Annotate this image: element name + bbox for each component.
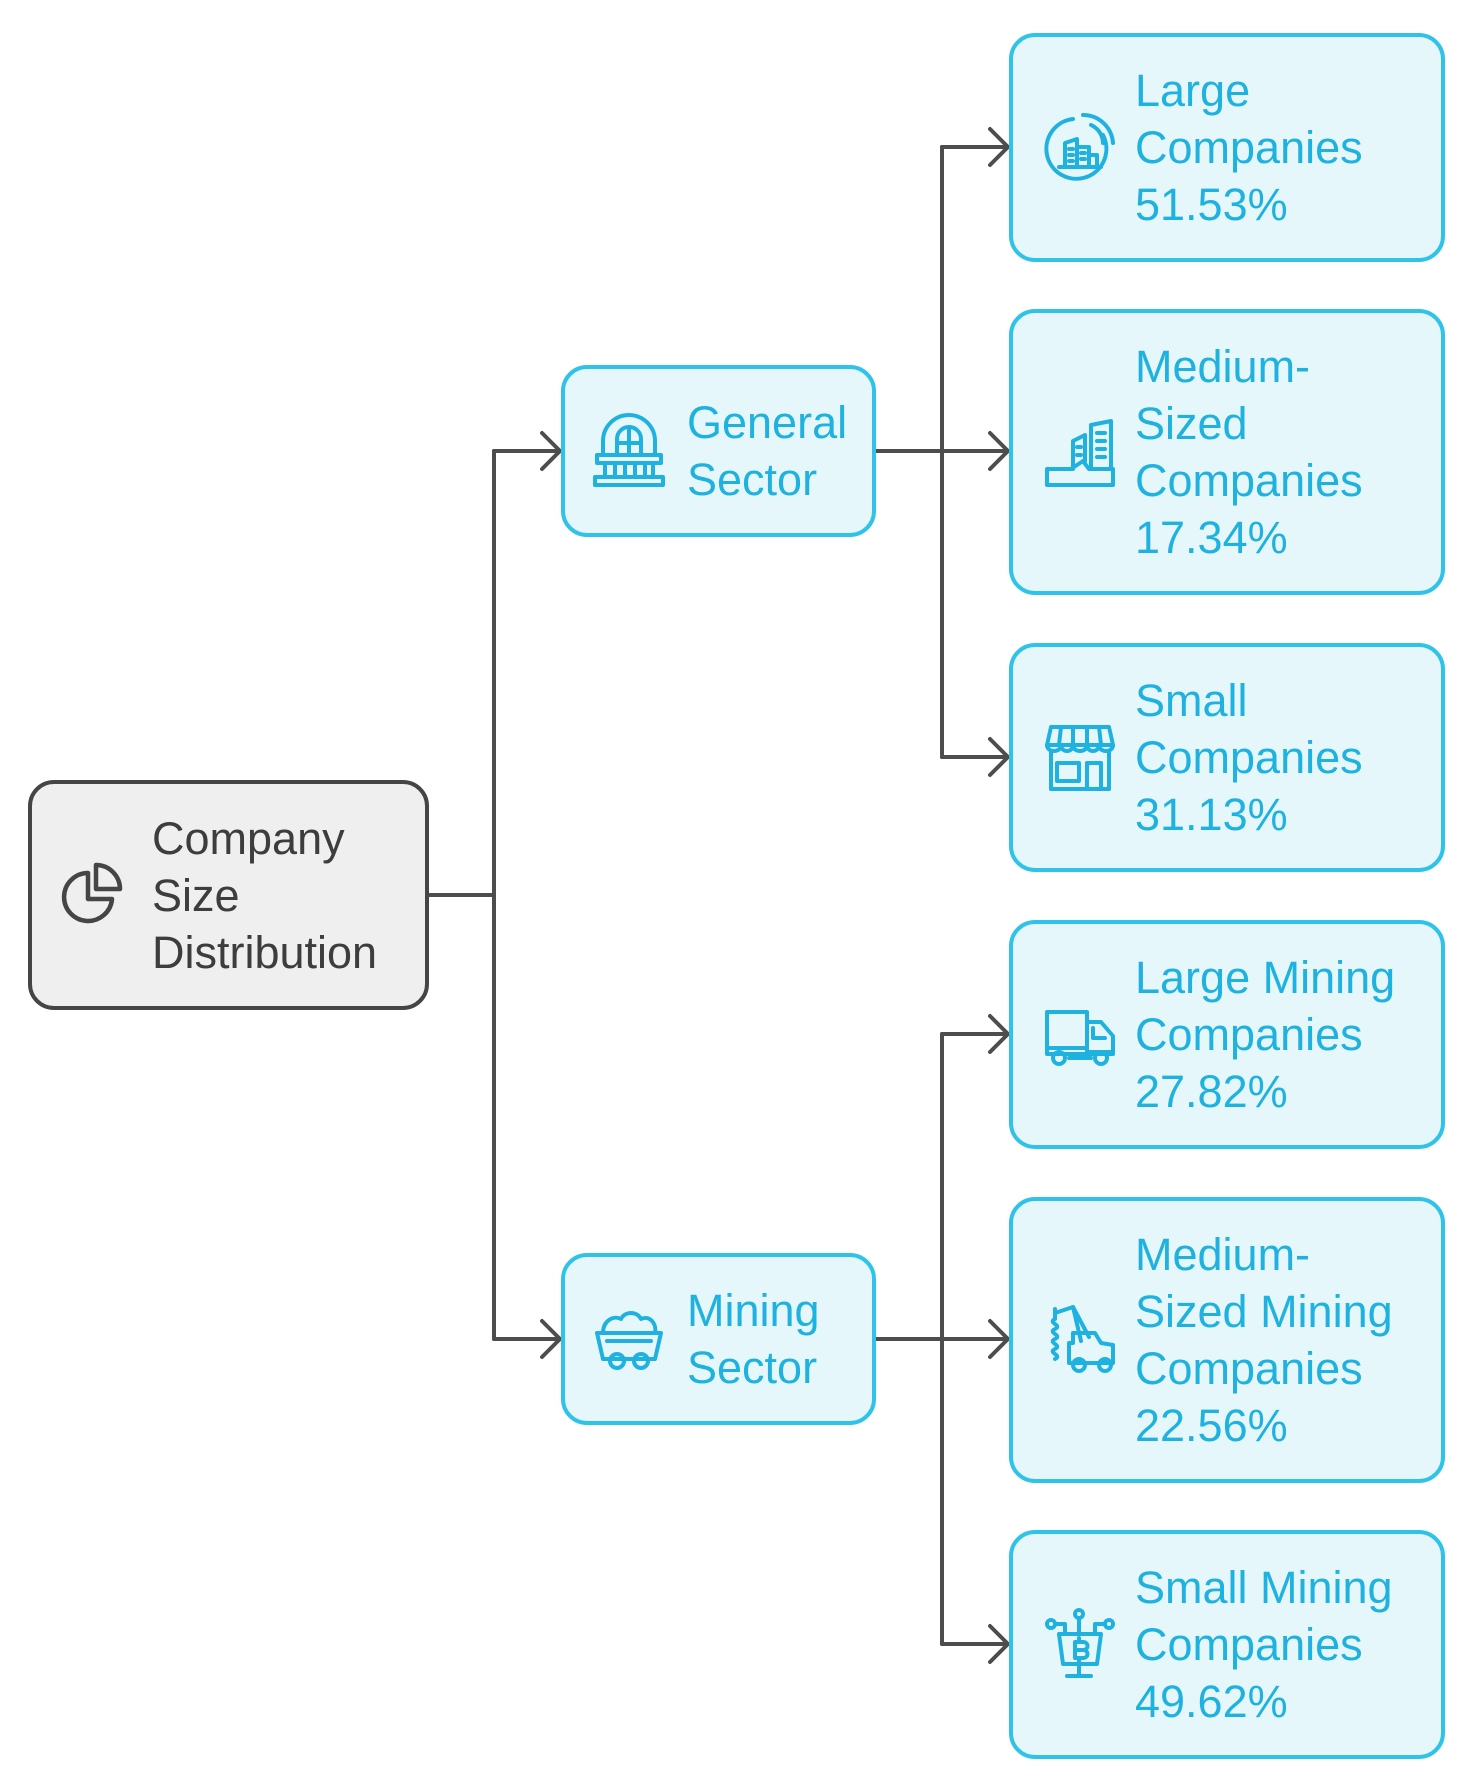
medium-sized-mining-companies-percentage: 22.56% xyxy=(1135,1400,1288,1451)
arrow-head-mining xyxy=(540,1319,562,1359)
large-mining-companies-line-1: Large Mining xyxy=(1135,952,1396,1003)
small-mining-companies-line-2: Companies xyxy=(1135,1619,1363,1670)
large-companies-node[interactable]: Large Companies 51.53% xyxy=(1009,33,1445,262)
medium-sized-mining-companies-label: Medium- Sized Mining Companies 22.56% xyxy=(1135,1226,1393,1454)
small-companies-line-1: Small xyxy=(1135,675,1248,726)
medium-sized-companies-percentage: 17.34% xyxy=(1135,512,1288,563)
medium-sized-companies-line-2: Sized xyxy=(1135,398,1248,449)
arrow-head-large xyxy=(988,127,1010,167)
general-sector-line-2: Sector xyxy=(687,454,818,505)
mining-sector-node[interactable]: Mining Sector xyxy=(561,1253,876,1425)
arrow-head-medium xyxy=(988,431,1010,471)
small-companies-line-2: Companies xyxy=(1135,732,1363,783)
large-companies-percentage: 51.53% xyxy=(1135,179,1288,230)
city-globe-icon xyxy=(1043,111,1117,185)
large-mining-companies-line-2: Companies xyxy=(1135,1009,1363,1060)
mining-sector-line-1: Mining xyxy=(687,1285,820,1336)
medium-sized-companies-line-3: Companies xyxy=(1135,455,1363,506)
bank-building-icon xyxy=(593,413,665,489)
root-node-label: Company Size Distribution xyxy=(152,810,377,981)
pie-chart-icon xyxy=(56,859,128,931)
large-mining-companies-percentage: 27.82% xyxy=(1135,1066,1288,1117)
large-companies-line-1: Large xyxy=(1135,65,1251,116)
medium-sized-mining-companies-node[interactable]: Medium- Sized Mining Companies 22.56% xyxy=(1009,1197,1445,1483)
small-mining-companies-label: Small Mining Companies 49.62% xyxy=(1135,1559,1393,1730)
arrow-head-small-mining xyxy=(988,1624,1010,1664)
arrow-head-general xyxy=(540,431,562,471)
medium-sized-mining-companies-line-1: Medium- xyxy=(1135,1229,1311,1280)
large-companies-line-2: Companies xyxy=(1135,122,1363,173)
truck-icon xyxy=(1043,998,1117,1072)
medium-sized-companies-line-1: Medium- xyxy=(1135,341,1311,392)
medium-sized-companies-label: Medium- Sized Companies 17.34% xyxy=(1135,338,1363,566)
medium-sized-mining-companies-line-3: Companies xyxy=(1135,1343,1363,1394)
arrow-head-small xyxy=(988,737,1010,777)
small-companies-label: Small Companies 31.13% xyxy=(1135,672,1363,843)
office-buildings-icon xyxy=(1043,415,1117,489)
root-line-2: Size xyxy=(152,869,240,921)
large-companies-label: Large Companies 51.53% xyxy=(1135,62,1363,233)
medium-sized-mining-companies-line-2: Sized Mining xyxy=(1135,1286,1393,1337)
crypto-mining-icon xyxy=(1043,1607,1117,1682)
mining-sector-line-2: Sector xyxy=(687,1342,818,1393)
drill-rig-icon xyxy=(1043,1303,1117,1377)
general-sector-line-1: General xyxy=(687,397,848,448)
storefront-icon xyxy=(1043,721,1117,795)
root-node-company-size-distribution[interactable]: Company Size Distribution xyxy=(28,780,429,1010)
small-mining-companies-node[interactable]: Small Mining Companies 49.62% xyxy=(1009,1530,1445,1759)
mining-sector-label: Mining Sector xyxy=(687,1282,820,1396)
general-sector-label: General Sector xyxy=(687,394,847,508)
small-mining-companies-percentage: 49.62% xyxy=(1135,1676,1288,1727)
arrow-head-medium-mining xyxy=(988,1319,1010,1359)
arrow-head-large-mining xyxy=(988,1014,1010,1054)
mine-cart-icon xyxy=(593,1303,665,1375)
root-line-3: Distribution xyxy=(152,926,378,978)
root-line-1: Company xyxy=(152,812,345,864)
small-companies-percentage: 31.13% xyxy=(1135,789,1288,840)
general-sector-node[interactable]: General Sector xyxy=(561,365,876,537)
medium-sized-companies-node[interactable]: Medium- Sized Companies 17.34% xyxy=(1009,309,1445,595)
large-mining-companies-node[interactable]: Large Mining Companies 27.82% xyxy=(1009,920,1445,1149)
small-mining-companies-line-1: Small Mining xyxy=(1135,1562,1393,1613)
large-mining-companies-label: Large Mining Companies 27.82% xyxy=(1135,949,1395,1120)
small-companies-node[interactable]: Small Companies 31.13% xyxy=(1009,643,1445,872)
